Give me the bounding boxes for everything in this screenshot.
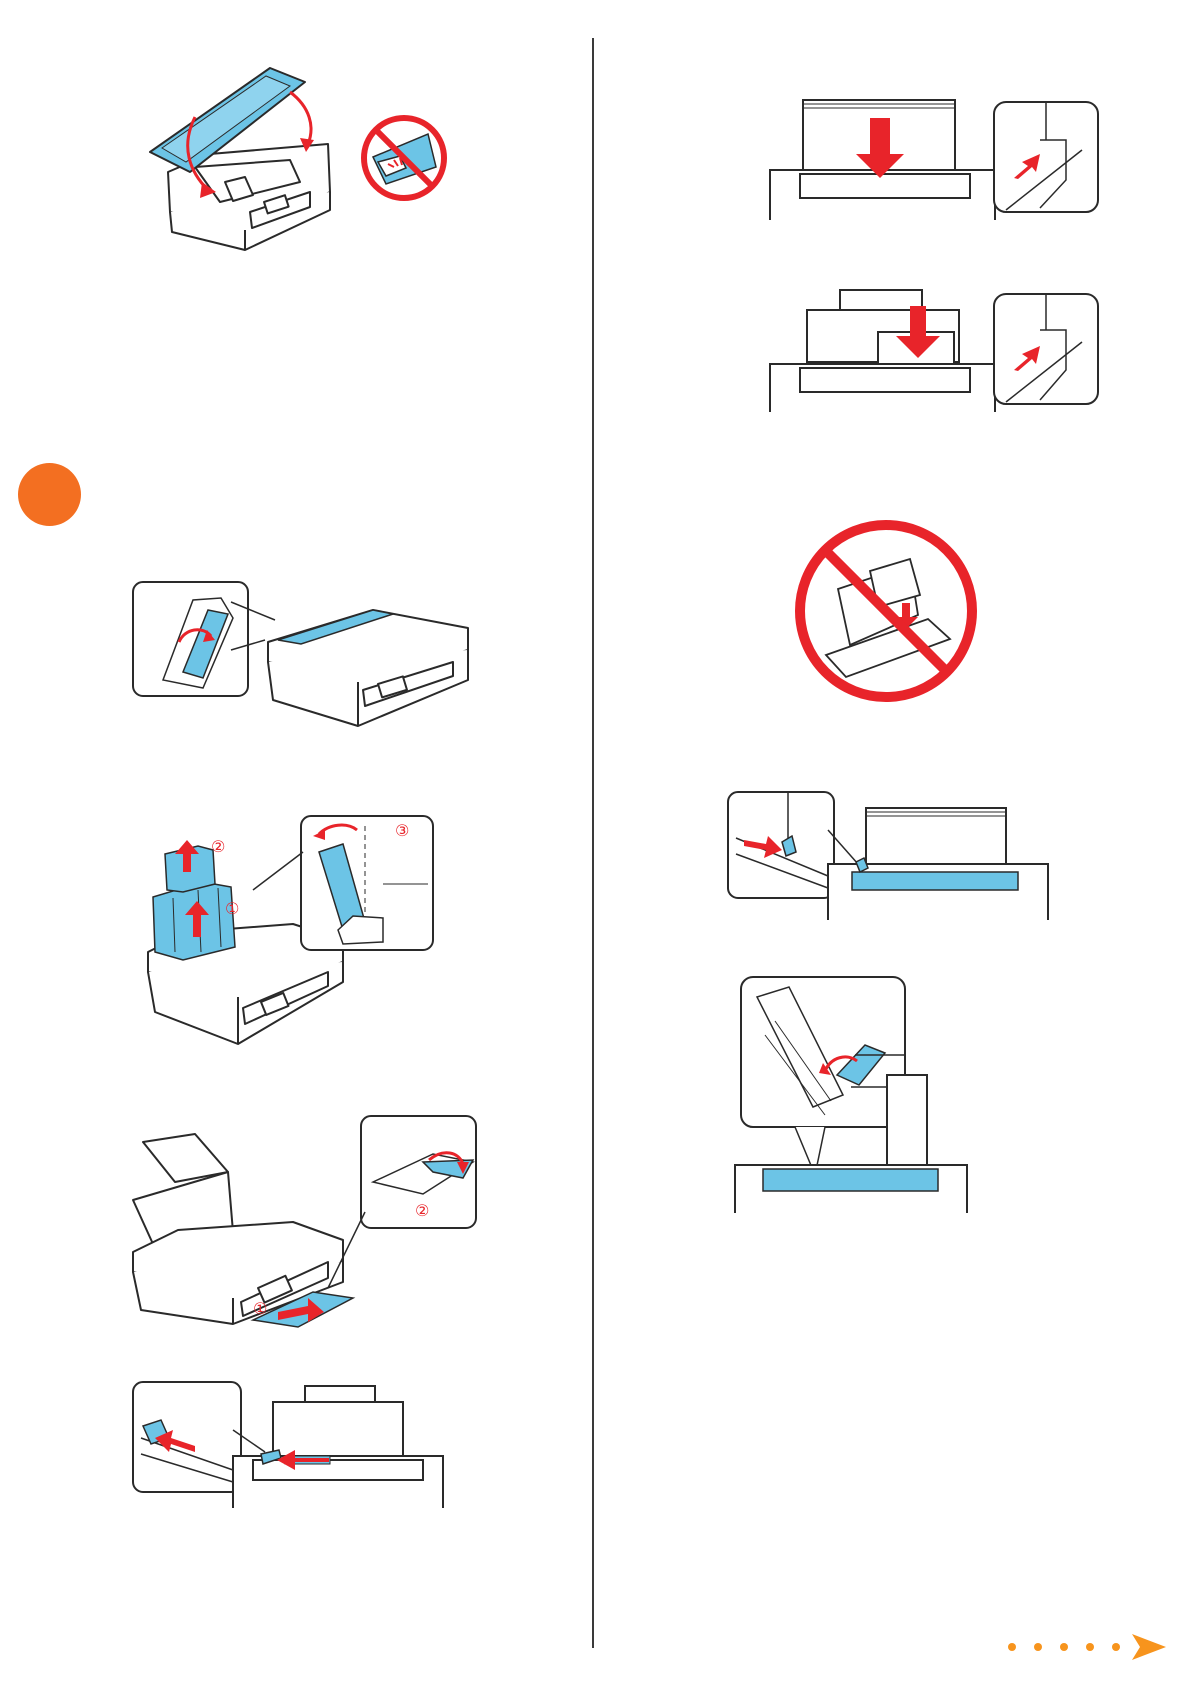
output-tray-label-2: ② [415,1201,429,1220]
printer-scanner-closing-icon [150,62,350,252]
paper-support-extend-icon: ② ① ③ [143,812,438,1047]
paper-support-label-1: ① [225,899,239,918]
column-divider [592,38,594,1648]
edge-guide-slide-right-icon [728,790,1058,920]
feeder-guard-flip-back-icon [735,975,1005,1213]
output-tray-extend-icon: ① ② [133,1112,478,1327]
paper-load-down-icon [770,100,1100,220]
step-number-badge [18,463,81,526]
feeder-guard-flip-icon [133,580,473,732]
edge-guide-slide-left-icon [133,1380,478,1508]
next-page-arrow-icon[interactable] [1006,1632,1166,1662]
no-mixed-paper-icon [790,515,982,707]
paper-support-label-2: ② [211,837,225,856]
no-pinching-icon [358,112,450,204]
output-tray-label-1: ① [253,1299,267,1318]
paper-support-label-3: ③ [395,821,409,840]
small-paper-load-icon [770,290,1100,412]
